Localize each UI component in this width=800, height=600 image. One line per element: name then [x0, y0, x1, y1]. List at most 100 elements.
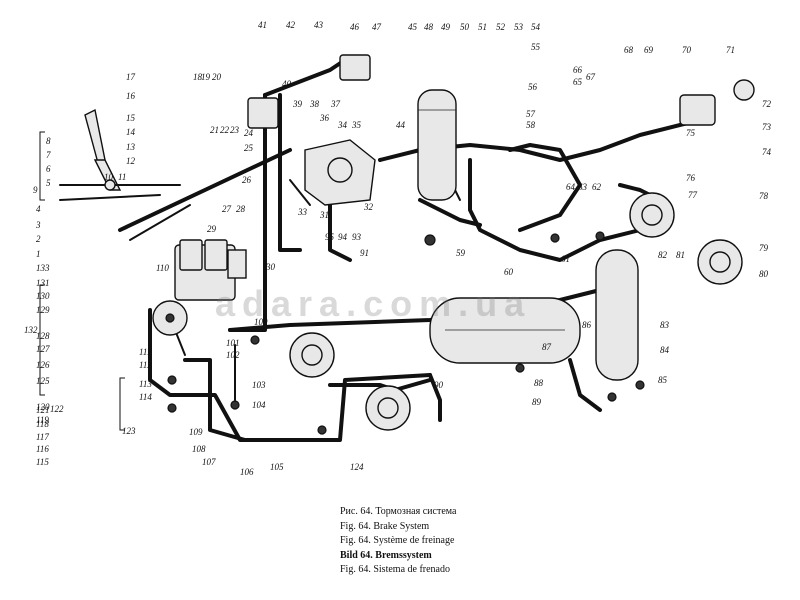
part-label-58: 58 [526, 120, 536, 130]
part-label-20: 20 [212, 72, 222, 82]
part-label-94: 94 [338, 232, 348, 242]
part-label-100: 100 [254, 317, 268, 327]
part-label-57: 57 [526, 109, 536, 119]
part-label-102: 102 [226, 350, 240, 360]
part-label-112: 112 [139, 360, 152, 370]
brake-chamber-front-left [289, 332, 335, 378]
part-label-110: 110 [156, 263, 169, 273]
part-label-75: 75 [686, 128, 696, 138]
caption-russian: Рис. 64. Тормозная система [340, 506, 457, 517]
part-label-33: 33 [297, 207, 308, 217]
part-label-34: 34 [337, 120, 348, 130]
part-label-22: 22 [220, 125, 230, 135]
part-label-105: 105 [270, 462, 284, 472]
part-label-6: 6 [46, 164, 51, 174]
part-label-32: 32 [363, 202, 374, 212]
part-label-27: 27 [222, 204, 232, 214]
watermark: adara.com.ua [215, 283, 532, 324]
part-label-1: 1 [36, 249, 41, 259]
part-label-121: 121 [36, 405, 50, 415]
part-label-111: 111 [139, 347, 151, 357]
part-label-86: 86 [582, 320, 592, 330]
part-label-124: 124 [350, 462, 364, 472]
part-label-55: 55 [531, 42, 541, 52]
part-label-41: 41 [258, 20, 267, 30]
part-label-122: 122 [50, 404, 64, 414]
part-label-66: 66 [573, 65, 583, 75]
part-label-73: 73 [762, 122, 772, 132]
part-label-62: 62 [592, 182, 602, 192]
part-label-78: 78 [759, 191, 769, 201]
part-label-123: 123 [122, 426, 136, 436]
part-label-31: 31 [319, 210, 329, 220]
part-label-52: 52 [496, 22, 506, 32]
part-label-11: 11 [118, 172, 126, 182]
part-label-39: 39 [292, 99, 303, 109]
part-label-5: 5 [46, 178, 51, 188]
part-label-126: 126 [36, 360, 50, 370]
part-label-63: 63 [578, 182, 588, 192]
brake-chamber-front-right [365, 385, 411, 431]
figure-captions: Рис. 64. Тормозная система Fig. 64. Brak… [340, 505, 600, 578]
part-label-44: 44 [396, 120, 406, 130]
part-label-68: 68 [624, 45, 634, 55]
part-label-82: 82 [658, 250, 668, 260]
part-label-93: 93 [352, 232, 362, 242]
part-label-127: 127 [36, 344, 50, 354]
part-label-15: 15 [126, 113, 136, 123]
part-label-17: 17 [126, 72, 136, 82]
air-compressor [152, 239, 247, 336]
part-label-48: 48 [424, 22, 434, 32]
part-label-51: 51 [478, 22, 487, 32]
part-label-70: 70 [682, 45, 692, 55]
part-label-24: 24 [244, 128, 254, 138]
part-label-88: 88 [534, 378, 544, 388]
part-label-13: 13 [126, 142, 136, 152]
part-label-129: 129 [36, 305, 50, 315]
part-label-26: 26 [242, 175, 252, 185]
part-label-30: 30 [265, 262, 276, 272]
part-label-10: 10 [104, 172, 114, 182]
part-label-84: 84 [660, 345, 670, 355]
part-label-131: 131 [36, 278, 50, 288]
right-receiver [595, 249, 639, 381]
part-label-125: 125 [36, 376, 50, 386]
part-label-72: 72 [762, 99, 772, 109]
part-label-64: 64 [566, 182, 576, 192]
part-label-133: 133 [36, 263, 50, 273]
part-label-132: 132 [24, 325, 38, 335]
part-label-16: 16 [126, 91, 136, 101]
part-label-101: 101 [226, 338, 240, 348]
part-label-4: 4 [36, 204, 41, 214]
part-label-104: 104 [252, 400, 266, 410]
part-label-119: 119 [36, 415, 49, 425]
part-label-12: 12 [126, 156, 136, 166]
part-label-28: 28 [236, 204, 246, 214]
part-label-83: 83 [660, 320, 670, 330]
part-label-114: 114 [139, 392, 152, 402]
part-label-21: 21 [210, 125, 219, 135]
part-label-115: 115 [36, 457, 49, 467]
part-label-108: 108 [192, 444, 206, 454]
part-label-54: 54 [531, 22, 541, 32]
part-label-89: 89 [532, 397, 542, 407]
part-label-65: 65 [573, 77, 583, 87]
part-label-29: 29 [207, 224, 217, 234]
part-label-118: 118 [36, 419, 49, 429]
part-label-95: 95 [325, 232, 335, 242]
caption-german: Bild 64. Bremssystem [340, 549, 432, 561]
part-label-46: 46 [350, 22, 360, 32]
part-label-117: 117 [36, 432, 49, 442]
part-label-19: 19 [201, 72, 211, 82]
part-label-77: 77 [688, 190, 698, 200]
part-label-130: 130 [36, 291, 50, 301]
part-label-60: 60 [504, 267, 514, 277]
brake-pedal-assembly [59, 108, 292, 241]
part-label-87: 87 [542, 342, 552, 352]
brake-valve [247, 54, 376, 206]
part-label-56: 56 [528, 82, 538, 92]
brake-chamber-rear-right [697, 239, 743, 285]
part-label-37: 37 [330, 99, 341, 109]
part-label-61: 61 [561, 254, 570, 264]
